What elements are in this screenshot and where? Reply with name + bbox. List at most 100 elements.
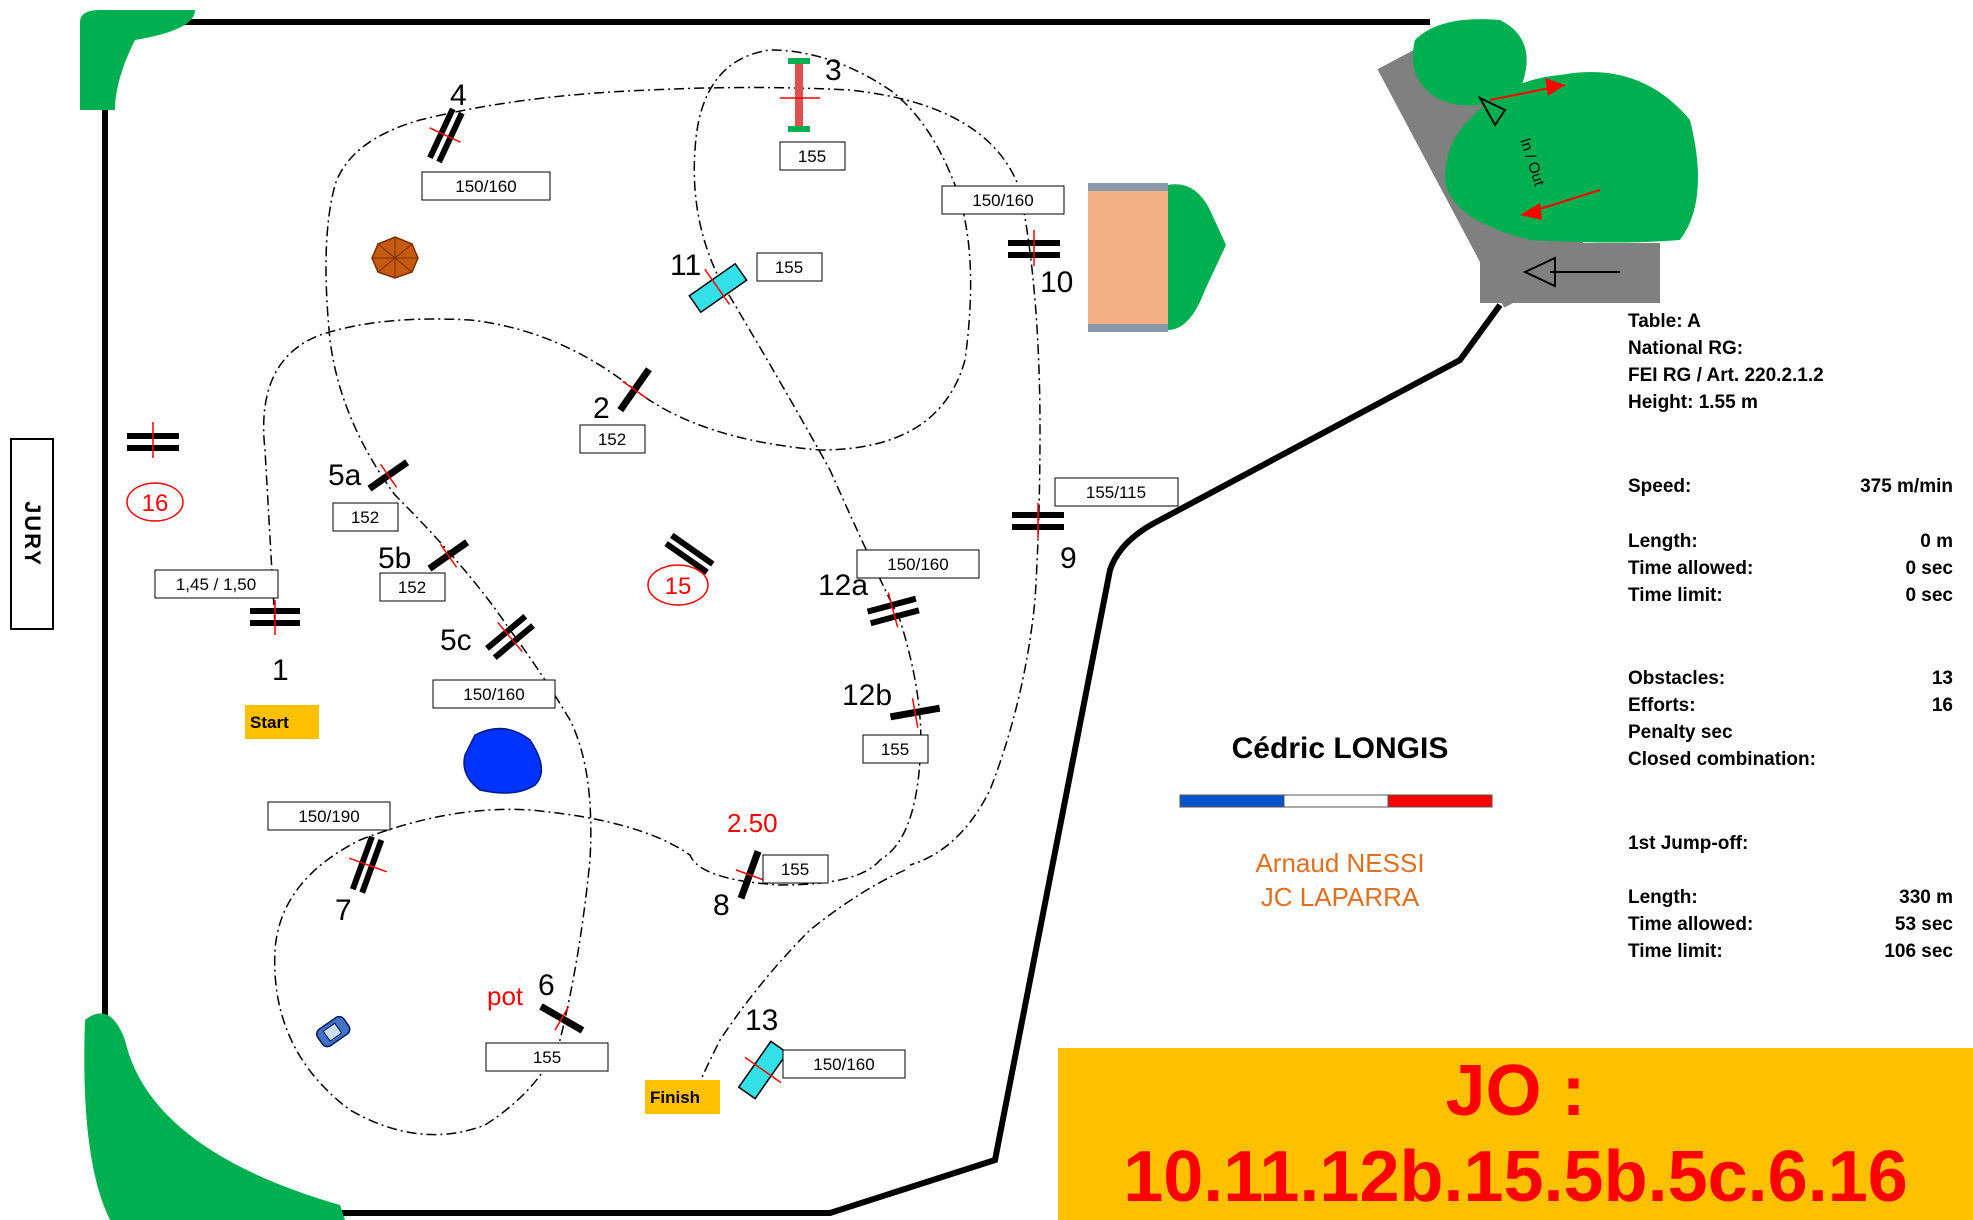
assistant-1: Arnaud NESSI [1255,848,1425,878]
height-5b: 152 [398,578,426,597]
height-12a: 150/160 [887,555,948,574]
time-allowed-value: 0 sec [1905,558,1953,579]
height-2: 152 [598,430,626,449]
num-16: 16 [142,490,169,517]
height-4: 150/160 [455,177,516,196]
jo-time-limit-value: 106 sec [1884,941,1953,962]
obstacle-9 [1012,503,1064,538]
circle-16 [126,482,184,522]
arrow-out [1529,189,1601,213]
num-6: 6 [538,969,555,1002]
jo-length-value: 330 m [1899,887,1953,908]
sand-ditch-edge-top [1088,183,1168,191]
height-6: 155 [533,1048,561,1067]
obstacle-2 [617,367,652,413]
car-icon [316,1015,351,1048]
height-5a: 152 [351,508,379,527]
height-3: 155 [798,147,826,166]
height-11: 155 [775,258,803,277]
jumpoff-banner-prefix: JO : [1445,1051,1586,1131]
umbrella-ribs [372,237,418,278]
obstacle-3 [780,58,820,132]
time-limit-label: Time limit: [1628,585,1723,606]
assistant-2: JC LAPARRA [1260,882,1420,912]
num-3: 3 [825,54,842,87]
height-9: 155/115 [1086,483,1146,502]
course-stats: Length:0 m Time allowed:0 sec Time limit… [1628,528,1953,609]
jumpoff-label: 1st Jump-off: [1628,833,1749,854]
jo-time-allowed-value: 53 sec [1894,914,1953,935]
jo-time-limit-label: Time limit: [1628,941,1723,962]
obstacle-10 [1008,230,1060,266]
sand-ditch [1088,185,1168,330]
pond [463,727,543,794]
finish-marker [645,1080,720,1114]
obstacles-value: 13 [1931,668,1953,689]
grass-top-right-2 [1445,72,1698,243]
jumpoff-banner-sequence: 10.11.12b.15.5b.5c.6.16 [1123,1137,1908,1217]
obstacle-11 [688,262,748,314]
jumpoff-banner: JO : 10.11.12b.15.5b.5c.6.16 [1058,1048,1973,1220]
obstacle-5a [367,459,410,492]
num-8: 8 [713,889,730,922]
grass-by-ditch [1168,184,1226,330]
grass-top-left [80,10,195,110]
num-9: 9 [1060,542,1077,575]
obstacle-12b [889,698,941,728]
jury-label: JURY [20,501,45,567]
length-value: 0 m [1920,531,1953,552]
sand-ditch-edge-bottom [1088,324,1168,332]
height-1: 1,45 / 1,50 [176,575,256,594]
jumpoff-stats: Length: 330 m Time allowed: 53 sec Time li… [1628,884,1953,965]
obstacles-label: Obstacles: [1628,668,1726,689]
num-13: 13 [745,1004,778,1037]
height-5c: 150/160 [463,685,524,704]
height-label: Height: 1.55 m [1628,392,1758,413]
arena-fence [102,19,1503,1216]
start-label: Start [250,713,289,732]
speed-value: 375 m/min [1860,476,1953,497]
time-limit-value: 0 sec [1905,585,1953,606]
num-1: 1 [272,654,289,687]
obstacle-6 [539,1003,585,1034]
obstacle-13 [737,1040,789,1100]
arrow-in-outline [1477,95,1507,127]
jo-time-allowed-label: Time allowed: [1628,914,1754,935]
height-10: 150/160 [972,191,1033,210]
obstacle-stats: Obstacles:13 Efforts:16 Penalty sec Clos… [1628,665,1953,773]
flag-red [1387,794,1493,808]
num-11: 11 [670,249,701,282]
num-5a: 5a [328,459,362,492]
flag-white [1283,794,1389,808]
obstacle-15 [664,532,715,575]
table-label: Table: A [1628,311,1701,332]
num-15: 15 [665,573,692,600]
obstacle-5c [485,614,535,660]
length-label: Length: [1628,531,1698,552]
num-7: 7 [335,894,352,927]
num-5b: 5b [378,542,411,575]
obstacle-8 [735,850,765,900]
height-8: 155 [781,860,809,879]
designer-name: Cédric LONGIS [1231,732,1449,765]
start-marker [245,705,319,739]
fei-rg-label: FEI RG / Art. 220.2.1.2 [1628,365,1824,386]
num-10: 10 [1040,266,1073,299]
obstacle-16 [127,422,179,458]
jo-length-label: Length: [1628,887,1698,908]
num-5c: 5c [440,624,472,657]
num-2: 2 [593,392,610,425]
obstacle-7 [348,835,388,894]
jumpoff-title: 1st Jump-off: [1628,830,1953,857]
closed-combination-label: Closed combination: [1628,749,1816,770]
efforts-label: Efforts: [1628,695,1696,716]
course-info-header: Table: A National RG: FEI RG / Art. 220.… [1628,308,1953,416]
flag-blue [1179,794,1285,808]
obstacle-1 [250,600,300,635]
num-12b: 12b [842,679,892,712]
penalty-label: Penalty sec [1628,722,1733,743]
national-rg-label: National RG: [1628,338,1744,359]
pot-label: pot [487,981,524,1011]
obstacle-12a [866,592,920,628]
